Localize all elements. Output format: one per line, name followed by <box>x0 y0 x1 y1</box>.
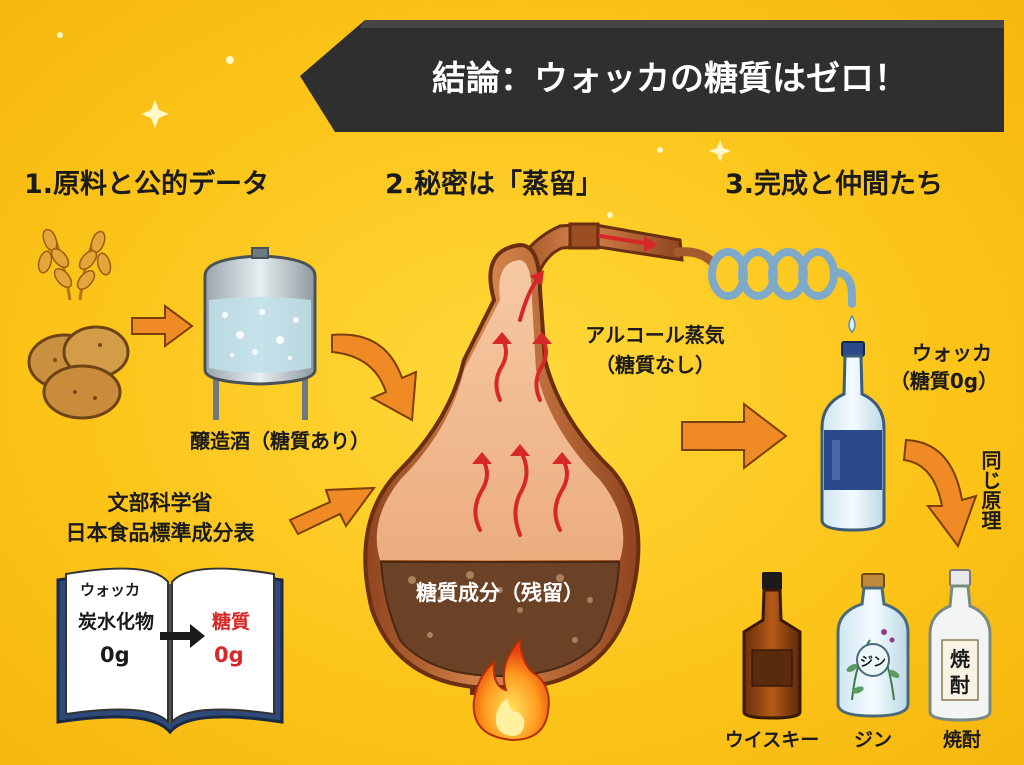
book-carb-value: 0g <box>100 643 130 667</box>
section-heading-3: 3.完成と仲間たち <box>725 168 943 200</box>
gin-bottle-icon: ジン <box>836 573 910 718</box>
arrow-table-to-still <box>288 486 377 536</box>
label-mext-line2: 日本食品標準成分表 <box>66 521 256 545</box>
banner-shape <box>300 20 1004 132</box>
food-composition-book-icon: ウォッカ 炭水化物 0g 糖質 0g <box>56 567 284 735</box>
book-sugar-label: 糖質 <box>212 610 250 633</box>
pot-still-icon <box>363 222 684 695</box>
spirit-name-shochu: 焼酎 <box>943 728 981 751</box>
section-heading-2: 2.秘密は「蒸留」 <box>385 168 603 200</box>
spirit-name-whisky: ウイスキー <box>725 729 819 751</box>
book-carb-label: 炭水化物 <box>78 610 154 633</box>
label-mext-line1: 文部科学省 <box>108 491 213 515</box>
potato-icon <box>27 325 130 420</box>
gin-label-tag: ジン <box>860 655 886 670</box>
title-banner: 結論：ウォッカの糖質はゼロ！ <box>300 20 1004 132</box>
banner-highlight <box>360 20 1004 28</box>
whisky-bottle-icon <box>742 572 802 720</box>
label-same-principle: 同じ原理 <box>978 450 1002 530</box>
wheat-icon <box>37 228 112 301</box>
vodka-bottle-icon <box>820 341 886 532</box>
sparkle-star <box>141 100 169 128</box>
label-vodka-line2: （糖質0g） <box>890 369 998 393</box>
condenser-coil-icon <box>673 247 856 334</box>
droplet-icon <box>848 314 856 334</box>
arrow-tank-to-still <box>331 333 418 422</box>
arrow-ingredients-to-tank <box>131 304 194 348</box>
sparkle-dot <box>57 32 63 38</box>
spirit-name-gin: ジン <box>854 729 892 751</box>
banner-title: 結論：ウォッカの糖質はゼロ！ <box>432 59 908 99</box>
sparkle-dot <box>657 147 663 153</box>
arrow-still-to-vodka <box>681 401 788 471</box>
label-vapor-line2: （糖質なし） <box>595 353 715 377</box>
book-arrow-icon <box>160 624 205 648</box>
sparkle-star <box>709 140 731 162</box>
section-heading-1: 1.原料と公的データ <box>24 168 269 200</box>
sparkle-dot <box>607 212 613 218</box>
label-fermented-liquor: 醸造酒（糖質あり） <box>190 429 370 453</box>
label-vapor-line1: アルコール蒸気 <box>585 323 724 347</box>
arrow-same-principle <box>902 438 978 549</box>
fire-icon <box>472 637 550 742</box>
fermentation-tank-icon <box>203 247 317 420</box>
shochu-label-char2: 酎 <box>950 673 970 697</box>
book-title: ウォッカ <box>80 581 140 599</box>
book-sugar-value: 0g <box>214 643 244 667</box>
sparkle-dot <box>226 56 234 64</box>
shochu-label-char1: 焼 <box>950 647 970 671</box>
label-residue: 糖質成分（残留） <box>416 581 584 605</box>
shochu-bottle-icon: 焼 酎 <box>928 569 992 722</box>
label-vodka-line1: ウォッカ <box>912 341 992 365</box>
